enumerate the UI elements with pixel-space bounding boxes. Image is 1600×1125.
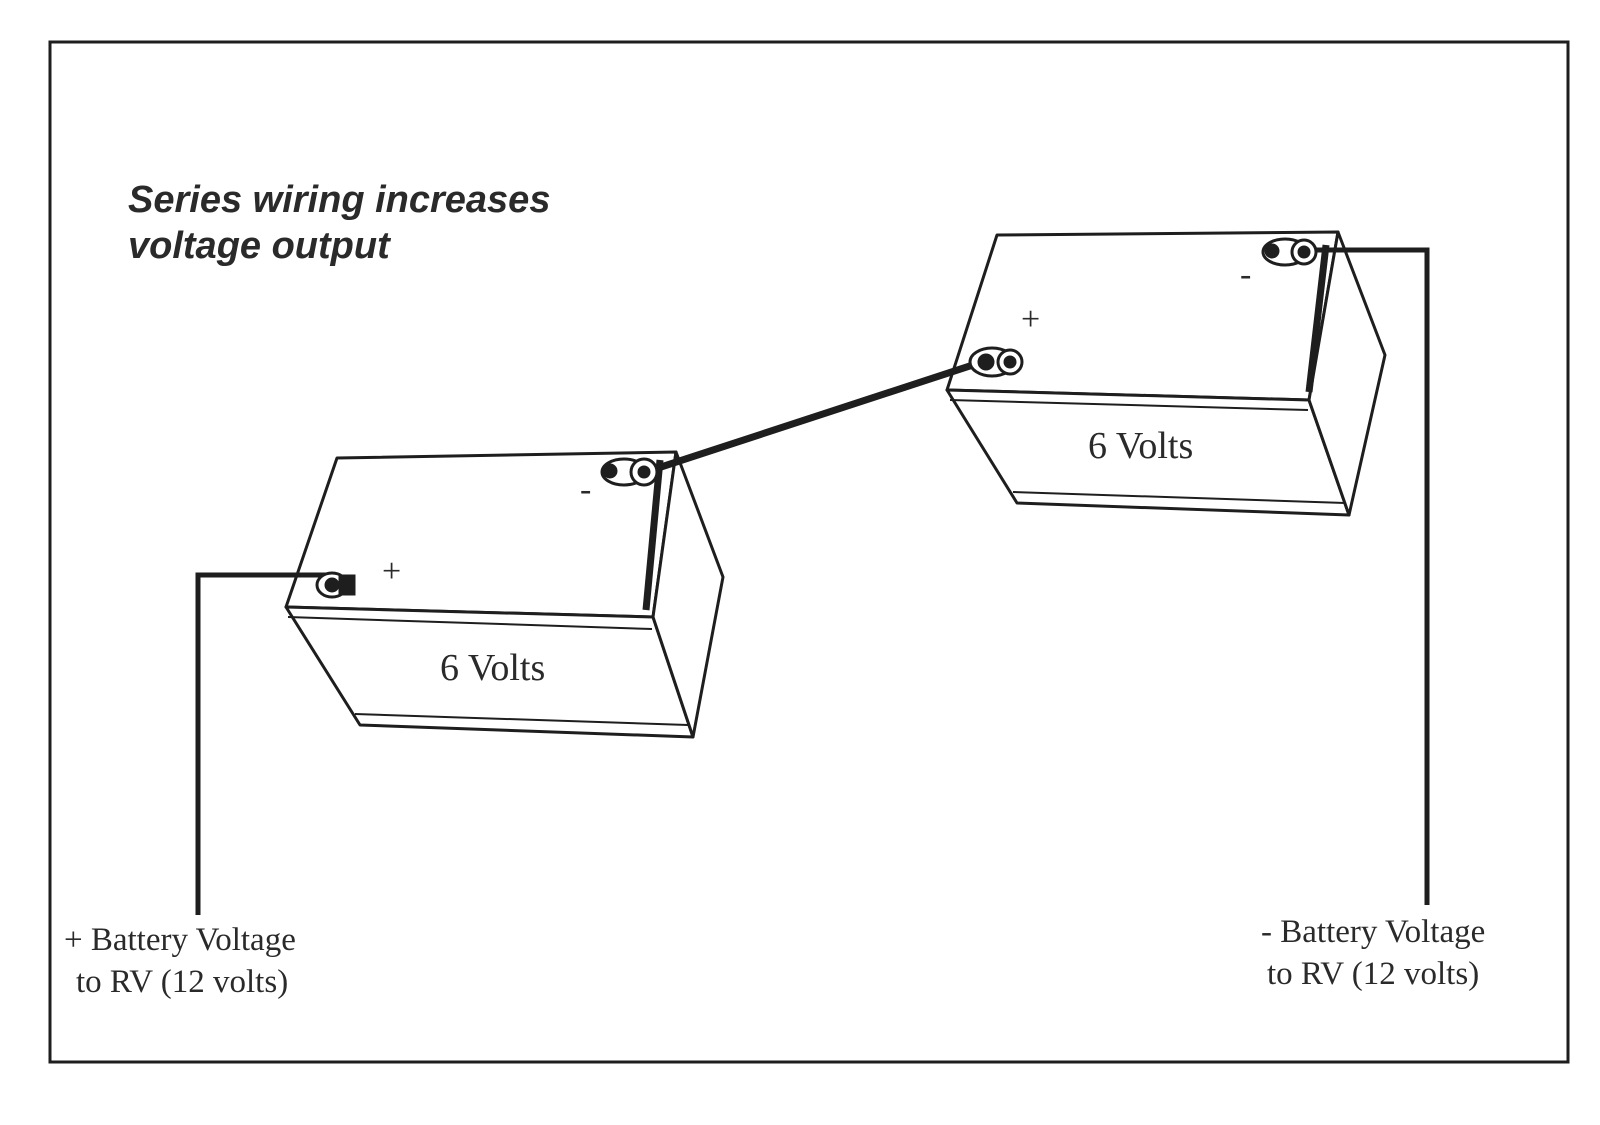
battery-1-negative-symbol: - <box>580 471 591 508</box>
battery-2-positive-terminal <box>968 346 1024 378</box>
battery-2-positive-symbol: + <box>1021 301 1040 338</box>
terminals <box>315 237 1318 599</box>
battery-2-label: 6 Volts <box>1088 425 1193 467</box>
battery-2-side <box>1307 230 1387 517</box>
battery-1-side <box>651 450 725 739</box>
battery-2-negative-symbol: - <box>1240 256 1251 293</box>
diagram-title-line2: voltage output <box>128 225 391 267</box>
negative-lead-wire <box>1308 247 1430 905</box>
battery-1-negative-terminal <box>600 457 659 487</box>
positive-caption-line2: to RV (12 volts) <box>76 964 288 1000</box>
battery-2 <box>945 230 1387 517</box>
battery-1-positive-symbol: + <box>382 553 401 590</box>
negative-caption-line1: - Battery Voltage <box>1261 914 1485 950</box>
battery-1-label: 6 Volts <box>440 647 545 689</box>
diagram-frame <box>48 40 1570 1064</box>
series-jumper-wire <box>656 358 984 472</box>
battery-2-negative-terminal <box>1261 237 1318 267</box>
diagram-title-line1: Series wiring increases <box>128 179 550 221</box>
battery-1 <box>284 450 725 739</box>
positive-caption-line1: + Battery Voltage <box>64 922 296 958</box>
positive-lead-wire <box>195 572 326 915</box>
battery-1-positive-terminal <box>315 571 356 599</box>
negative-caption-line2: to RV (12 volts) <box>1267 956 1479 992</box>
wires <box>195 247 1430 915</box>
